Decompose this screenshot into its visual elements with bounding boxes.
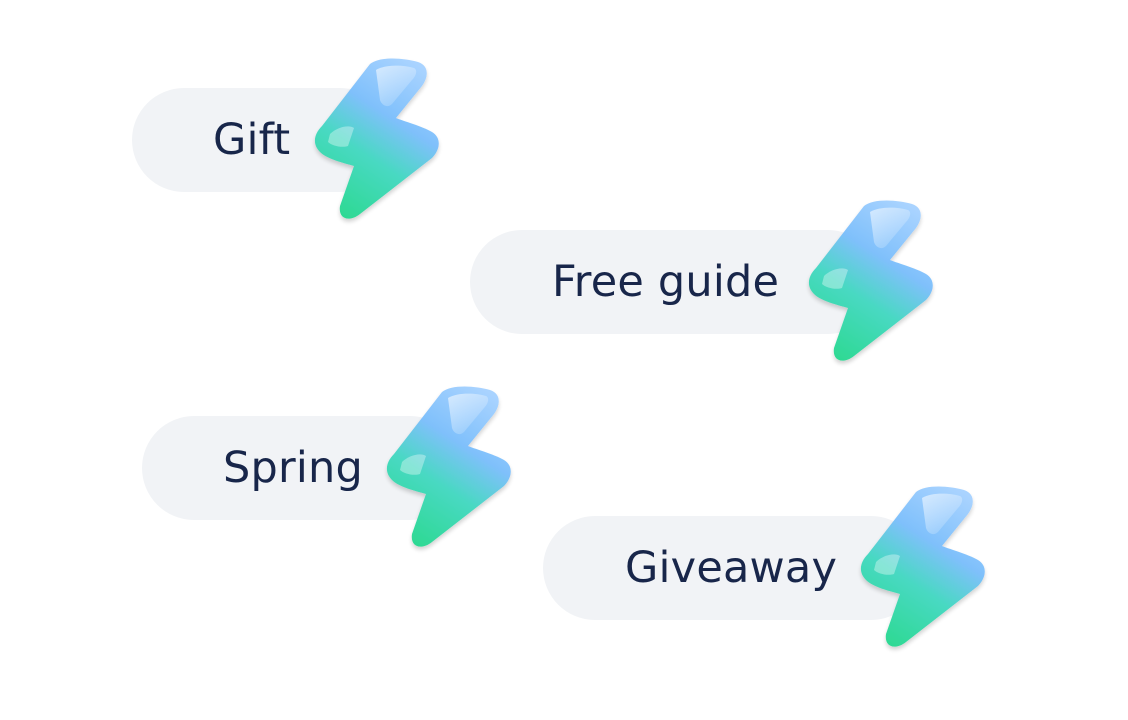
- tag-pill-giveaway[interactable]: Giveaway: [543, 516, 923, 620]
- tag-label-spring: Spring: [223, 442, 363, 493]
- tag-pill-gift[interactable]: Gift: [132, 88, 392, 192]
- tag-pill-spring[interactable]: Spring: [142, 416, 462, 520]
- tag-label-giveaway: Giveaway: [625, 542, 838, 593]
- tag-label-gift: Gift: [213, 114, 291, 165]
- tag-pill-free-guide[interactable]: Free guide: [470, 230, 880, 334]
- tag-label-free-guide: Free guide: [552, 256, 780, 307]
